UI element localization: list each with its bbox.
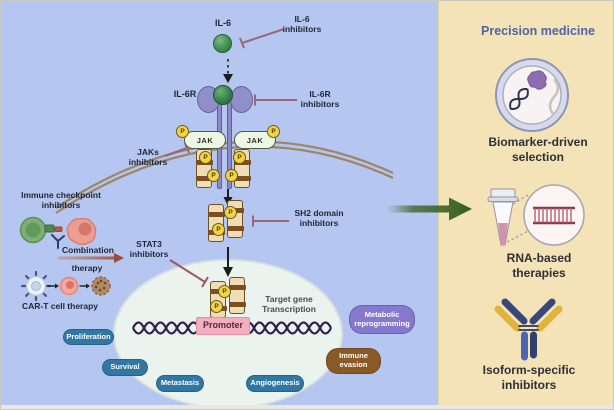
- stat3-band: [228, 302, 246, 307]
- phospho-badge: P: [218, 285, 231, 298]
- receptor-lobe-right: [230, 86, 253, 113]
- cart-label: CAR-T cell therapy: [21, 301, 99, 311]
- phospho-badge: P: [224, 206, 237, 219]
- inhibition-line-sh2: [252, 215, 289, 227]
- biomarker-label: Biomarker-driven selection: [488, 135, 588, 164]
- jak-left-label: JAK: [196, 135, 214, 145]
- magnifier-circle: [523, 184, 585, 246]
- stat3-band: [228, 285, 246, 290]
- checkpoint-antibody-icon: [51, 234, 65, 249]
- therapy-label: therapy: [71, 263, 103, 273]
- jak-right-label: JAK: [246, 135, 264, 145]
- il6-label: IL-6: [214, 18, 232, 28]
- rna-strand-icon: [548, 78, 560, 116]
- bound-il6-icon: [213, 85, 233, 105]
- translation-arrow: [387, 197, 472, 221]
- tumor-cell-icon: [66, 217, 97, 246]
- cart-step-arrow-1: [47, 283, 59, 289]
- hallmark-angiogenesis: Angiogenesis: [246, 375, 304, 392]
- il6-inhibitors-label: IL-6 inhibitors: [282, 14, 322, 35]
- secretion-arrow: [223, 59, 233, 83]
- stat3-inhibitors-label: STAT3 inhibitors: [129, 239, 169, 260]
- il6r-label: IL-6R: [173, 89, 197, 99]
- antibody-icon: [494, 298, 563, 361]
- stat3-band: [207, 212, 225, 217]
- phospho-badge: P: [199, 151, 212, 164]
- jak-right: JAK: [234, 131, 276, 149]
- cart-cell-icon: [20, 270, 52, 302]
- target-gene-label: Target gene Transcription: [262, 294, 316, 315]
- promoter-box: Promoter: [196, 317, 250, 335]
- il6-molecule-icon: [213, 34, 232, 53]
- petri-dish-icon: [495, 58, 569, 132]
- rna-label: RNA-based therapies: [506, 251, 572, 280]
- hallmark-immune-evasion: Immune evasion: [326, 348, 381, 374]
- phospho-badge: P: [233, 151, 246, 164]
- inhibition-line-stat3: [169, 259, 209, 288]
- isoform-label: Isoform-specific inhibitors: [482, 363, 576, 392]
- dna-strand-icon: [509, 88, 529, 110]
- cart-step-arrow-2: [79, 283, 90, 289]
- receptor-band: [233, 176, 251, 181]
- combination-arrow: [58, 253, 124, 263]
- stat3-nuclear-box-b: [228, 277, 246, 314]
- stat3-band: [226, 226, 244, 231]
- checkpoint-receptor-pair-icon: [44, 224, 63, 233]
- jak-left: JAK: [184, 131, 226, 149]
- phospho-badge: P: [176, 125, 189, 138]
- phospho-badge: P: [212, 223, 225, 236]
- signal-arrow-2: [223, 247, 233, 277]
- inhibition-line-il6r: [254, 94, 297, 106]
- bottom-strip: [1, 405, 613, 409]
- immune-checkpoint-label: Immune checkpoint inhibitors: [21, 190, 101, 211]
- hallmark-survival: Survival: [102, 359, 148, 376]
- hallmark-proliferation: Proliferation: [63, 329, 114, 345]
- jaks-inhibitors-label: JAKs inhibitors: [128, 147, 168, 168]
- tumor-blob-icon: [527, 70, 547, 90]
- inhibition-line-il6: [239, 28, 285, 49]
- receptor-band: [195, 176, 213, 181]
- phospho-badge: P: [210, 300, 223, 313]
- phospho-badge: P: [225, 169, 238, 182]
- precision-title: Precision medicine: [481, 24, 595, 38]
- hallmark-metabolic-reprogramming: Metabolic reprogramming: [349, 305, 415, 334]
- phospho-badge: P: [267, 125, 280, 138]
- rna-tube-icon: [487, 184, 585, 246]
- combination-label: Combination: [62, 245, 114, 255]
- hallmark-metastasis: Metastasis: [156, 375, 204, 392]
- dying-cell-icon: [91, 276, 111, 296]
- t-cell-icon: [19, 216, 47, 244]
- cart-target-cell-icon: [59, 276, 79, 296]
- phospho-badge: P: [207, 169, 220, 182]
- sh2-inhibitors-label: SH2 domain inhibitors: [294, 208, 344, 229]
- il6r-inhibitors-label: IL-6R inhibitors: [300, 89, 340, 110]
